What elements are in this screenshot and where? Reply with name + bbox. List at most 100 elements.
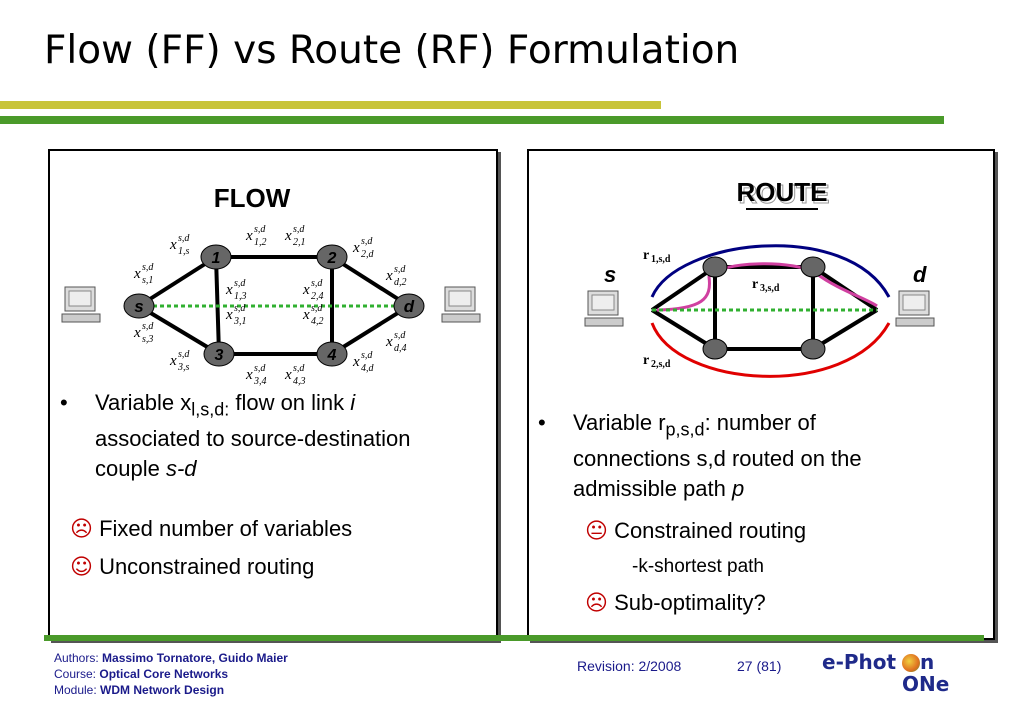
route-heading-shadow: ROUTE [739,179,830,209]
route-path-1 [650,244,891,298]
route-bullet: • Variable rp,s,d: number of connections… [538,410,862,502]
svg-text:x: x [245,367,253,383]
svg-text:r: r [752,277,758,292]
svg-text:s,d: s,d [142,321,154,332]
route-path-2 [650,322,891,378]
node-d: d [393,293,425,319]
svg-text:4: 4 [327,347,337,364]
svg-text:s,d: s,d [394,264,406,275]
svg-text:3,4: 3,4 [253,376,267,387]
page-title: Flow (FF) vs Route (RF) Formulation [44,28,740,73]
node-2: 2 [316,244,348,270]
node-s: s [123,293,155,319]
frown-icon: ☹ [585,591,608,616]
svg-text:x: x [302,282,310,298]
svg-text:3,s: 3,s [177,362,190,373]
svg-text:4,d: 4,d [361,363,375,374]
ephoton-logo: e-Phot n ONe [822,650,950,696]
svg-text:x: x [284,367,292,383]
svg-text:x: x [133,325,141,341]
route-path-3 [656,262,878,312]
svg-text:s,3: s,3 [142,334,153,345]
svg-text:x: x [225,282,233,298]
svg-text:d,2: d,2 [394,277,407,288]
svg-text:x: x [352,354,360,370]
svg-text:s,d: s,d [234,278,246,289]
route-panel [527,149,995,640]
svg-text:2,s,d: 2,s,d [651,359,671,370]
svg-text:s,d: s,d [361,236,373,247]
svg-text:x: x [385,334,393,350]
svg-text:s: s [134,297,143,316]
footer-page-number: 27 (81) [737,658,782,674]
destination-computer-icon [441,286,481,323]
svg-text:2: 2 [327,250,337,267]
svg-text:x: x [352,240,360,256]
flow-panel [48,149,498,640]
svg-text:s,d: s,d [254,363,266,374]
svg-text:s,d: s,d [234,303,246,314]
source-computer-icon [584,290,624,327]
route-label-s: s [604,262,616,287]
route-heading: ROUTE [737,177,828,207]
svg-text:d: d [404,297,415,316]
node-1: 1 [200,244,232,270]
node-4: 4 [316,341,348,367]
svg-text:x: x [169,237,177,253]
svg-text:x: x [385,268,393,284]
svg-text:x: x [133,266,141,282]
route-item-constrained: 😐 Constrained routing [585,518,807,544]
svg-text:s,d: s,d [361,350,373,361]
svg-text:s,d: s,d [311,278,323,289]
svg-text:3,1: 3,1 [233,316,247,327]
svg-text:s,d: s,d [293,224,305,235]
svg-text:x: x [302,307,310,323]
svg-text:s,d: s,d [394,330,406,341]
destination-computer-icon [895,290,935,327]
frown-icon: ☹ [70,517,93,542]
footer-revision: Revision: 2/2008 [577,658,682,674]
footer-info: Authors: Massimo Tornatore, Guido Maier … [54,651,288,697]
svg-text:4,2: 4,2 [311,316,324,327]
svg-text:s,1: s,1 [142,275,153,286]
svg-text:s,d: s,d [178,233,190,244]
neutral-face-icon: 😐 [585,519,608,544]
svg-text:1,s: 1,s [178,246,190,257]
globe-icon [902,654,920,672]
title-underline-yellow [0,101,661,109]
route-item-kshortest: -k-shortest path [632,556,764,577]
svg-text:1,3: 1,3 [234,291,247,302]
flow-heading: FLOW [214,183,291,213]
svg-text:1,s,d: 1,s,d [651,254,671,265]
footer-divider [44,635,984,641]
svg-text:d,4: d,4 [394,343,407,354]
flow-diagram: FLOW s 1 2 3 4 [61,183,481,387]
svg-text:1: 1 [212,250,221,267]
svg-text:2,1: 2,1 [293,237,306,248]
flow-item-unconstrained: ☺ Unconstrained routing [70,554,315,580]
flow-item-fixed: ☹ Fixed number of variables [70,516,353,542]
svg-text:1,2: 1,2 [254,237,267,248]
svg-text:s,d: s,d [254,224,266,235]
svg-text:r: r [643,248,649,263]
svg-text:2,4: 2,4 [311,291,324,302]
svg-text:x: x [284,228,292,244]
svg-text:3,s,d: 3,s,d [760,283,780,294]
svg-text:4,3: 4,3 [293,376,306,387]
svg-text:r: r [643,353,649,368]
svg-text:s,d: s,d [311,303,323,314]
source-computer-icon [61,286,101,323]
svg-text:x: x [169,353,177,369]
smile-icon: ☺ [70,555,93,580]
node-3: 3 [203,341,235,367]
title-underline-green [0,116,944,124]
svg-text:x: x [245,228,253,244]
svg-text:s,d: s,d [142,262,154,273]
svg-text:s,d: s,d [178,349,190,360]
route-item-suboptimality: ☹ Sub-optimality? [585,590,766,616]
